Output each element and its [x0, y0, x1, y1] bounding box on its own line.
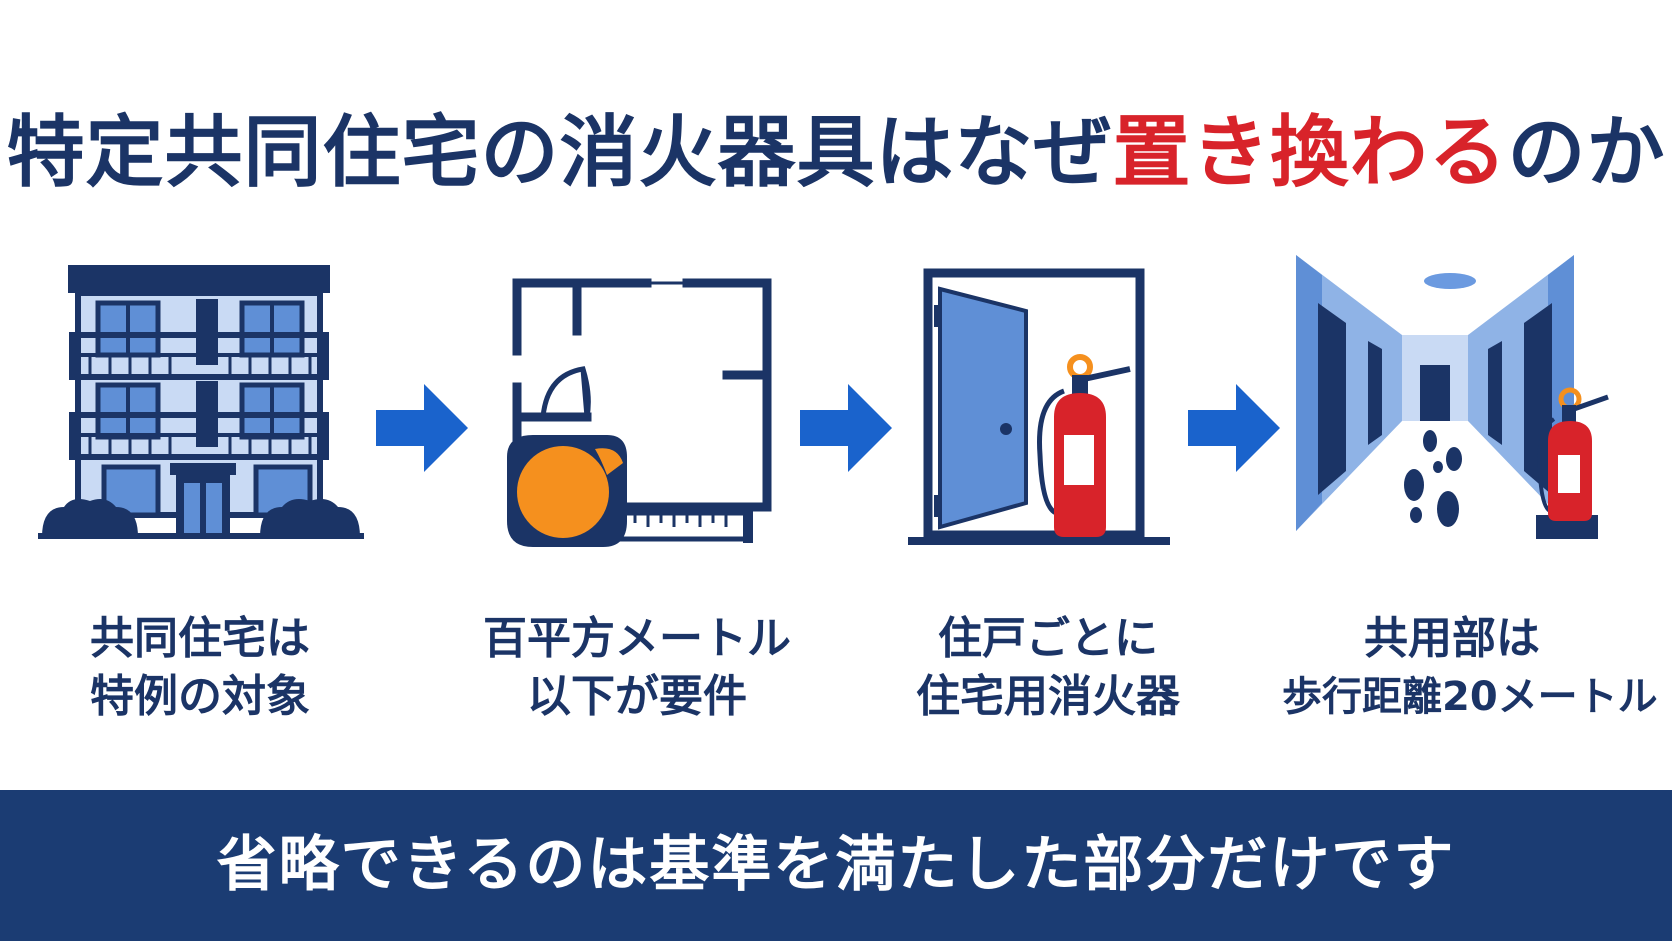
- page-title: 特定共同住宅の消火器具はなぜ置き換わるのか: [0, 98, 1672, 208]
- step-2-line-1: 百平方メートル: [483, 613, 791, 664]
- title-part-2: のか: [1507, 108, 1666, 198]
- step-1-line-2: 特例の対象: [90, 671, 310, 722]
- corridor-fire-extinguisher-icon: [1296, 255, 1609, 539]
- footer-text: 省略できるのは基準を満たした部分だけです: [216, 830, 1456, 900]
- step-3-caption: 住戸ごとに 住宅用消火器: [868, 610, 1228, 726]
- arrow-right-icon: [800, 384, 892, 472]
- step-1-line-1: 共同住宅は: [90, 613, 310, 664]
- step-3-line-1: 住戸ごとに: [938, 613, 1158, 664]
- step-1-caption: 共同住宅は 特例の対象: [20, 610, 380, 726]
- step-4-line-2: 歩行距離20メートル: [1282, 674, 1658, 720]
- title-highlight: 置き換わる: [1112, 108, 1508, 198]
- step-2-caption: 百平方メートル 以下が要件: [457, 610, 817, 726]
- step-2-line-2: 以下が要件: [527, 671, 747, 722]
- apartment-building-icon: [38, 265, 364, 539]
- step-3: 住戸ごとに 住宅用消火器: [868, 245, 1228, 745]
- step-3-line-2: 住宅用消火器: [916, 671, 1180, 722]
- floor-plan-tape-measure-icon: [507, 278, 772, 547]
- step-4: 共用部は 歩行距離20メートル: [1282, 245, 1658, 745]
- step-4-line-1: 共用部は: [1364, 613, 1540, 664]
- door-fire-extinguisher-icon: [908, 268, 1170, 545]
- arrow-right-icon: [1188, 384, 1280, 472]
- footer-banner: 省略できるのは基準を満たした部分だけです: [0, 790, 1672, 941]
- step-4-caption: 共用部は 歩行距離20メートル: [1282, 610, 1658, 726]
- title-part-1: 特定共同住宅の消火器具はなぜ: [6, 108, 1113, 198]
- arrow-right-icon: [376, 384, 468, 472]
- step-1: 共同住宅は 特例の対象: [20, 245, 380, 745]
- step-2: 百平方メートル 以下が要件: [457, 245, 817, 745]
